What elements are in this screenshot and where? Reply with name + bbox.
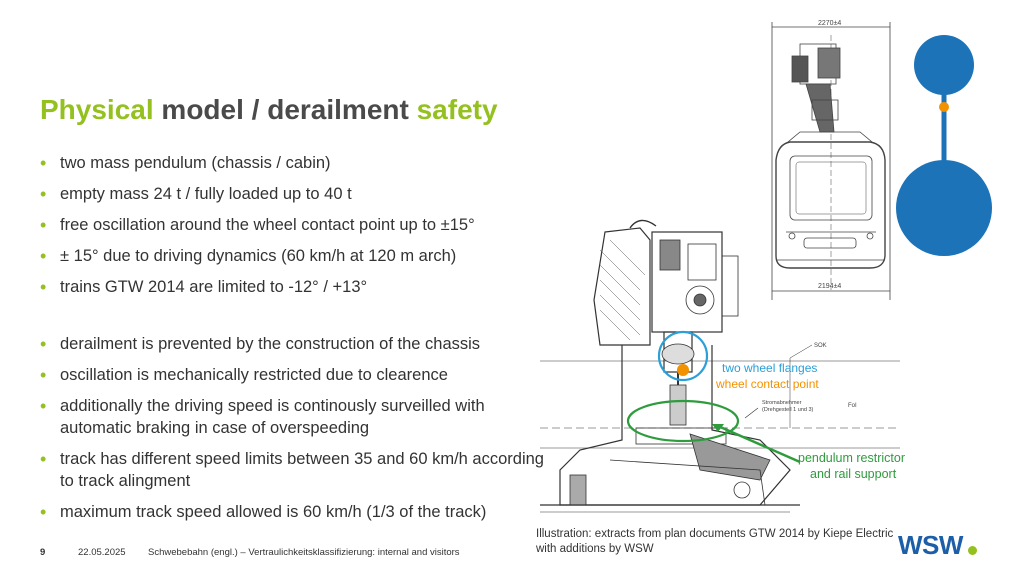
title-word-derailment: / derailment bbox=[243, 94, 409, 125]
current-collector-label: Stromabnehmer bbox=[762, 400, 802, 406]
footer-date: 22.05.2025 bbox=[78, 547, 126, 558]
pendulum-lower-mass bbox=[896, 160, 992, 256]
bullet-item: ± 15° due to driving dynamics (60 km/h a… bbox=[40, 245, 545, 267]
two-wheel-flanges-label: two wheel flanges bbox=[722, 361, 817, 375]
caption-line-2: with additions by WSW bbox=[536, 543, 654, 555]
bullet-item: empty mass 24 t / fully loaded up to 40 … bbox=[40, 183, 545, 205]
wheel-contact-point-marker bbox=[677, 364, 689, 376]
wheel-contact-point-label: wheel contact point bbox=[715, 377, 819, 391]
bogie-side-view bbox=[540, 219, 900, 513]
cabin-front-view bbox=[771, 22, 891, 300]
dimension-bottom-label: 2194±4 bbox=[818, 283, 841, 290]
bullet-item: free oscillation around the wheel contac… bbox=[40, 214, 545, 236]
sok-label: SOK bbox=[814, 343, 827, 349]
wheel-flange-highlight-circle bbox=[657, 330, 709, 382]
caption-line-1: Illustration: extracts from plan documen… bbox=[536, 528, 894, 540]
wsw-logo: WSW bbox=[898, 530, 963, 560]
wsw-logo-dot bbox=[968, 546, 977, 555]
title-word-physical: Physical bbox=[40, 94, 154, 125]
bullet-item: trains GTW 2014 are limited to -12° / +1… bbox=[40, 276, 545, 298]
bullet-item: track has different speed limits between… bbox=[40, 448, 545, 492]
page-number: 9 bbox=[40, 547, 46, 558]
title-word-model: model bbox=[161, 94, 244, 125]
bullet-list-physics: two mass pendulum (chassis / cabin) empt… bbox=[40, 152, 545, 307]
bullet-list-safety: derailment is prevented by the construct… bbox=[40, 333, 545, 532]
pendulum-upper-mass bbox=[914, 35, 974, 95]
pendulum-restrictor-highlight-ellipse bbox=[626, 399, 740, 443]
title-word-safety: safety bbox=[416, 94, 498, 125]
dimension-top-label: 2270±4 bbox=[818, 20, 841, 27]
figure-caption: Illustration: extracts from plan documen… bbox=[536, 527, 896, 557]
slide-title: Physical model / derailment safety bbox=[40, 94, 498, 126]
bullet-item: derailment is prevented by the construct… bbox=[40, 333, 545, 355]
fol-label: FoI bbox=[848, 403, 857, 409]
restrictor-arrow bbox=[717, 424, 801, 464]
two-mass-pendulum-diagram bbox=[896, 35, 992, 256]
bullet-item: two mass pendulum (chassis / cabin) bbox=[40, 152, 545, 174]
bullet-item: additionally the driving speed is contin… bbox=[40, 395, 545, 439]
pendulum-restrictor-label: pendulum restrictor bbox=[798, 451, 905, 465]
bullet-item: oscillation is mechanically restricted d… bbox=[40, 364, 545, 386]
footer-text: Schwebebahn (engl.) – Vertraulichkeitskl… bbox=[148, 547, 460, 558]
bullet-item: maximum track speed allowed is 60 km/h (… bbox=[40, 501, 545, 523]
current-collector-sublabel: (Drehgestell 1 und 3) bbox=[762, 407, 814, 413]
technical-drawing: 2270±4 2194±4 bbox=[540, 20, 992, 513]
pendulum-pivot-point bbox=[939, 102, 949, 112]
rail-support-label: and rail support bbox=[810, 467, 897, 481]
